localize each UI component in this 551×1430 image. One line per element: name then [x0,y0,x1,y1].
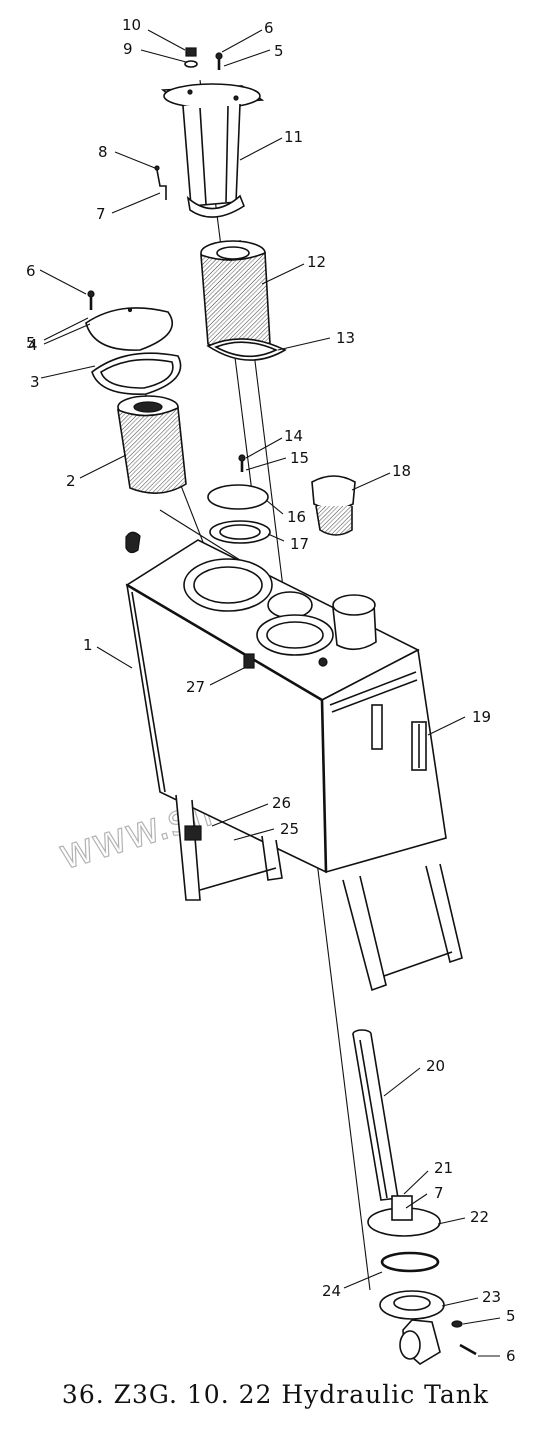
part-2-filter-element [116,395,187,494]
part-19-level-gauge [371,704,427,771]
callout-22: 22 [470,1208,489,1226]
callout-27: 27 [186,678,205,696]
tank-support-left [175,794,283,901]
part-16-cover [207,484,269,510]
part-1-tank-body [125,539,447,874]
callout-23: 23 [482,1288,501,1306]
callout-24: 24 [322,1282,341,1300]
part-4-cover-plate [85,307,173,351]
callout-5: 5 [506,1307,516,1325]
part-3-gasket [91,352,182,395]
callout-11: 11 [284,128,303,146]
part-12-filter-element [200,240,271,352]
callout-9: 9 [123,40,133,58]
callout-labels: 10 9 6 5 11 8 7 12 6 5 4 3 13 2 14 15 18… [26,16,516,1365]
part-14-15-screw [238,454,246,472]
tank-support-right [342,863,463,992]
part-23-outlet-flange [379,1290,445,1365]
callout-19: 19 [472,708,491,726]
hose-clamp [125,531,141,554]
callout-3: 3 [30,373,40,391]
part-11-filter-housing [160,83,265,218]
part-5-6-bottom-screw [451,1320,477,1356]
callout-5: 5 [274,42,284,60]
callout-5: 5 [26,334,36,352]
callout-7: 7 [434,1184,444,1202]
part-24-o-ring [380,1251,440,1273]
callout-6: 6 [26,262,36,280]
callout-8: 8 [98,143,108,161]
callout-16: 16 [287,508,306,526]
callout-18: 18 [392,462,411,480]
part-20-suction-tube [352,1029,399,1201]
part-18-breather [311,475,356,536]
callout-7: 7 [96,205,106,223]
callout-1: 1 [83,636,93,654]
callout-20: 20 [426,1057,445,1075]
callout-15: 15 [290,449,309,467]
callout-10: 10 [122,16,141,34]
figure-caption: 36. Z3G. 10. 22 Hydraulic Tank [61,1380,490,1409]
callout-13: 13 [336,329,355,347]
part-6-5-left-screw [87,290,95,310]
callout-12: 12 [307,253,326,271]
part-17-gasket [209,520,271,544]
part-6-5-top-bolt [215,52,223,70]
part-10-cap-screw [184,47,198,68]
callout-14: 14 [284,427,303,445]
part-13-gasket [206,338,287,361]
callout-26: 26 [272,794,291,812]
callout-2: 2 [66,472,76,490]
callout-25: 25 [280,820,299,838]
leader-lines [39,29,501,1357]
part-22-flange [367,1195,441,1237]
callout-6: 6 [264,19,274,37]
callout-6: 6 [506,1347,516,1365]
callout-17: 17 [290,535,309,553]
callout-4: 4 [28,336,38,354]
callout-21: 21 [434,1159,453,1177]
